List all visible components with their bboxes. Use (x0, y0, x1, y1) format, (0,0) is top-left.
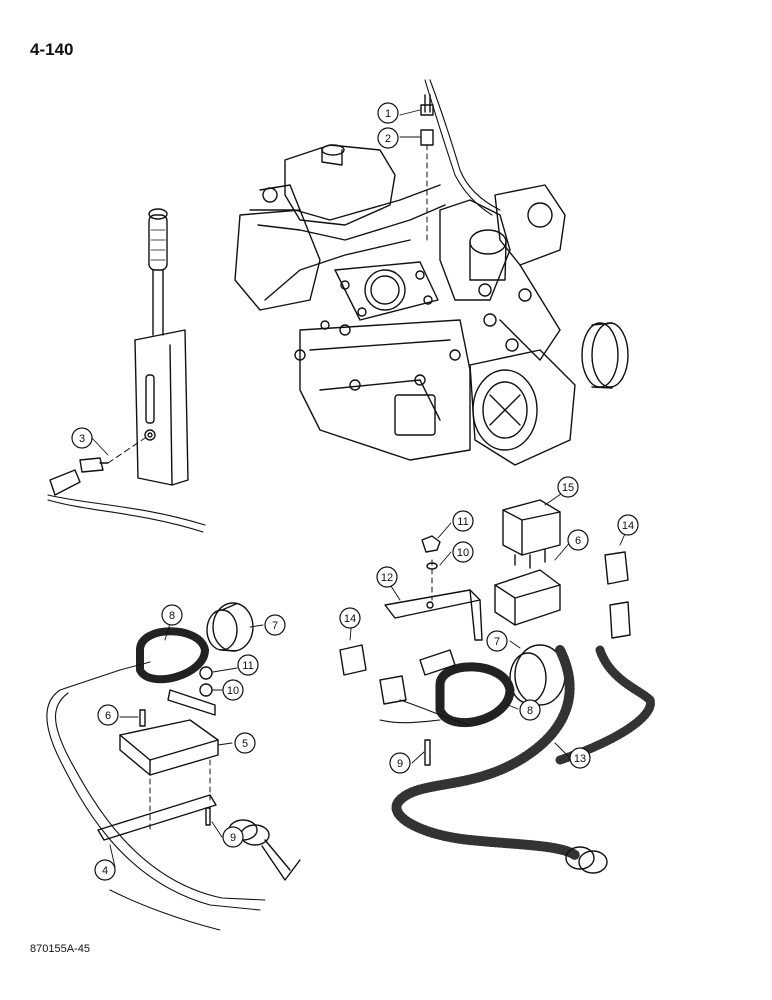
svg-text:14: 14 (622, 520, 634, 532)
callout-9-left: 9 (222, 826, 244, 848)
callout-2: 2 (377, 127, 399, 149)
callout-7-right: 7 (486, 630, 508, 652)
svg-text:10: 10 (457, 547, 469, 559)
engine-illustration (234, 79, 629, 466)
svg-text:5: 5 (242, 738, 248, 750)
callout-11-right: 11 (452, 510, 474, 532)
svg-text:4: 4 (102, 865, 108, 877)
callout-9-right: 9 (389, 752, 411, 774)
callout-14-left: 14 (339, 607, 361, 629)
callout-5: 5 (234, 732, 256, 754)
svg-text:6: 6 (575, 535, 581, 547)
svg-text:12: 12 (381, 572, 393, 584)
svg-text:11: 11 (457, 516, 468, 528)
callout-7-left: 7 (264, 614, 286, 636)
callout-10-left: 10 (222, 679, 244, 701)
svg-text:7: 7 (272, 620, 278, 632)
page-number: 4-140 (30, 40, 74, 59)
callout-11-left: 11 (237, 654, 259, 676)
callout-6-right: 6 (567, 529, 589, 551)
drawing-code: 870155A-45 (30, 943, 90, 955)
svg-text:3: 3 (79, 433, 85, 445)
callout-12: 12 (376, 566, 398, 588)
callout-1: 1 (377, 102, 399, 124)
svg-text:10: 10 (227, 685, 239, 697)
right-gauge-assembly-illustration (339, 499, 655, 874)
left-gauge-assembly-illustration (46, 602, 301, 931)
svg-text:1: 1 (385, 108, 391, 120)
svg-text:15: 15 (562, 482, 574, 494)
callout-leaders (91, 437, 629, 868)
callout-6-left: 6 (97, 704, 119, 726)
svg-text:14: 14 (344, 613, 356, 625)
callout-15: 15 (557, 476, 579, 498)
callout-3: 3 (71, 427, 93, 449)
callout-4: 4 (94, 859, 116, 881)
svg-text:9: 9 (230, 832, 236, 844)
svg-text:6: 6 (105, 710, 111, 722)
callout-8-right: 8 (519, 699, 541, 721)
svg-text:11: 11 (242, 660, 253, 672)
svg-text:2: 2 (385, 133, 391, 145)
callout-13: 13 (569, 747, 591, 769)
callout-8-left: 8 (161, 604, 183, 626)
svg-text:8: 8 (527, 705, 533, 717)
svg-text:9: 9 (397, 758, 403, 770)
svg-text:7: 7 (494, 636, 500, 648)
callout-14-right: 14 (617, 514, 639, 536)
callout-10-right: 10 (452, 541, 474, 563)
shift-lever-illustration (47, 208, 206, 533)
svg-text:8: 8 (169, 610, 175, 622)
svg-text:13: 13 (574, 753, 586, 765)
